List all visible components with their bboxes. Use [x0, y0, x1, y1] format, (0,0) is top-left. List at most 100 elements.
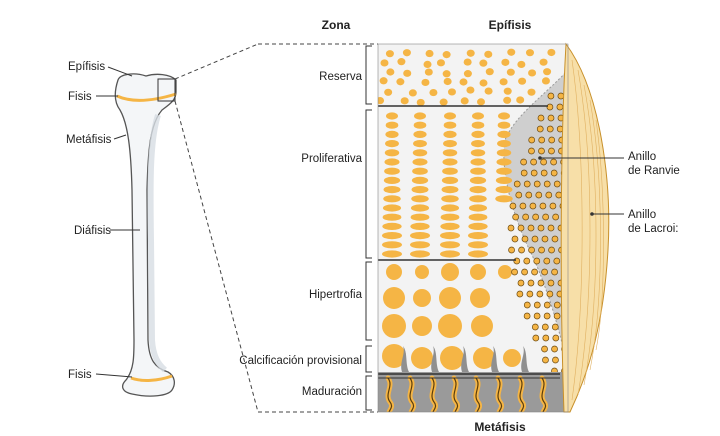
zone-label-hipertrofia: Hipertrofia — [309, 289, 363, 301]
ranvier-cell — [541, 235, 549, 243]
proliferative-cell — [441, 176, 459, 184]
calcification-spike — [491, 346, 499, 372]
reserve-cell — [416, 98, 425, 107]
label-fisis-top: Fisis — [68, 91, 92, 103]
zone-label-maduracion: Maduración — [302, 386, 362, 398]
proliferative-cell — [440, 250, 460, 258]
proliferative-cell — [495, 176, 513, 184]
leader-ranvier-dot — [538, 156, 542, 160]
ranvier-cell — [530, 169, 538, 177]
proliferative-cell — [440, 222, 460, 230]
proliferative-cell — [497, 140, 511, 148]
proliferative-cell — [411, 186, 429, 194]
reserve-cell — [485, 68, 494, 76]
proliferative-cell — [443, 121, 457, 129]
zoom-line-top — [174, 43, 259, 80]
ranvier-cell — [522, 213, 530, 221]
hypertrophic-cell — [386, 264, 402, 280]
zone-brackets — [365, 45, 372, 411]
ranvier-cell — [528, 147, 535, 155]
ranvier-cell — [519, 202, 527, 210]
reserve-cell — [385, 50, 394, 58]
reserve-cell — [429, 88, 438, 97]
ranvier-cell — [556, 103, 564, 111]
reserve-cell — [403, 69, 412, 77]
ranvier-cell — [541, 345, 548, 353]
hypertrophic-cell — [382, 314, 406, 338]
ranvier-cell — [543, 257, 551, 265]
ranvier-cell — [531, 268, 538, 276]
ranvier-cell — [537, 279, 545, 287]
proliferative-cell — [383, 195, 401, 203]
hypertrophic-cell — [383, 287, 405, 309]
proliferative-cell — [470, 149, 486, 157]
ranvier-cell — [557, 92, 565, 100]
header-zona: Zona — [322, 18, 351, 32]
hypertrophic-cell — [440, 346, 464, 370]
hypertrophic-cell — [413, 289, 431, 307]
proliferative-cell — [496, 158, 512, 166]
reserve-cell — [384, 88, 393, 96]
ranvier-cell — [546, 125, 554, 133]
proliferative-cell — [441, 186, 459, 194]
proliferative-cell — [413, 121, 427, 129]
ranvier-cell — [541, 323, 549, 331]
ranvier-cell — [552, 213, 560, 221]
hypertrophic-cell — [412, 316, 432, 336]
proliferative-cell — [385, 130, 399, 138]
ranvier-cell — [517, 279, 525, 287]
proliferative-cell — [414, 112, 426, 120]
ranvier-cell — [552, 356, 559, 364]
reserve-cell — [527, 88, 536, 96]
hypertrophic-cell — [470, 264, 486, 280]
reserve-cell — [439, 98, 448, 106]
ranvier-cell — [533, 180, 541, 188]
hypertrophic-cell — [415, 265, 429, 279]
ranvier-cell — [551, 323, 559, 331]
proliferative-cell — [471, 130, 485, 138]
panel-border — [377, 43, 569, 413]
reserve-cell — [400, 97, 409, 105]
ranvier-cell — [540, 158, 547, 166]
ranvier-cell — [511, 268, 518, 276]
proliferative-cell — [384, 167, 400, 175]
ranvier-cell — [527, 279, 535, 287]
proliferative-cell — [382, 232, 402, 240]
growth-plate-panel — [377, 42, 610, 413]
ranvier-cell — [537, 224, 545, 232]
label-ranvier-1: Anillo — [628, 151, 656, 163]
reserve-cell — [443, 77, 452, 86]
ranvier-cell — [533, 301, 541, 309]
ranvier-cell — [531, 235, 539, 243]
cells-reserva — [378, 48, 556, 107]
cells-hipertrofia — [382, 263, 521, 370]
ranvier-cell — [542, 213, 550, 221]
ranvier-cell — [518, 246, 525, 254]
ranvier-cell — [511, 235, 519, 243]
ranvier-cell — [547, 92, 555, 100]
ranvier-cell — [523, 180, 531, 188]
ranvier-cell — [512, 213, 520, 221]
ranvier-cell — [536, 290, 544, 298]
ranvier-cell — [520, 169, 528, 177]
label-diafisis: Diáfisis — [74, 225, 111, 237]
label-lacroix-1: Anillo — [628, 209, 656, 221]
proliferative-cell — [469, 195, 487, 203]
proliferative-cell — [384, 158, 400, 166]
proliferative-cell — [385, 140, 399, 148]
reserve-cell — [436, 59, 445, 67]
proliferative-cell — [411, 176, 429, 184]
ranvier-cell — [553, 257, 561, 265]
lacroix-fibers — [571, 59, 604, 401]
hypertrophic-cell — [471, 315, 493, 337]
proliferative-cell — [412, 158, 428, 166]
reserve-cell — [402, 49, 411, 57]
reserve-cell — [421, 78, 430, 87]
reserve-cell — [541, 77, 550, 85]
proliferative-cell — [440, 232, 460, 240]
reserve-cell — [378, 96, 385, 105]
proliferative-cell — [386, 112, 398, 120]
ranvier-cell — [523, 301, 531, 309]
hypertrophic-cell — [411, 347, 433, 369]
ranvier-cell — [528, 246, 535, 254]
